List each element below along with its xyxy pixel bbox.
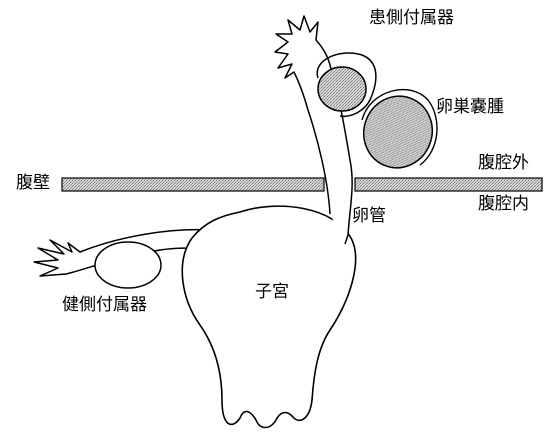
label-fallopian-tube: 卵管	[352, 208, 386, 225]
affected-ovary	[318, 67, 366, 111]
abdominal-wall-left	[62, 178, 324, 191]
label-uterus: 子宮	[255, 284, 289, 301]
label-healthy-adnexa: 健側付属器	[62, 297, 147, 314]
label-extra-abdominal: 腹腔外	[478, 155, 529, 172]
label-abdominal-wall: 腹壁	[16, 175, 50, 192]
label-affected-adnexa: 患側付属器	[369, 10, 454, 27]
healthy-ovary	[95, 242, 161, 288]
label-ovarian-cyst: 卵巣嚢腫	[436, 99, 504, 116]
uterus-shape	[182, 206, 355, 427]
label-intra-abdominal: 腹腔内	[478, 196, 529, 213]
abdominal-wall-right	[355, 178, 542, 191]
